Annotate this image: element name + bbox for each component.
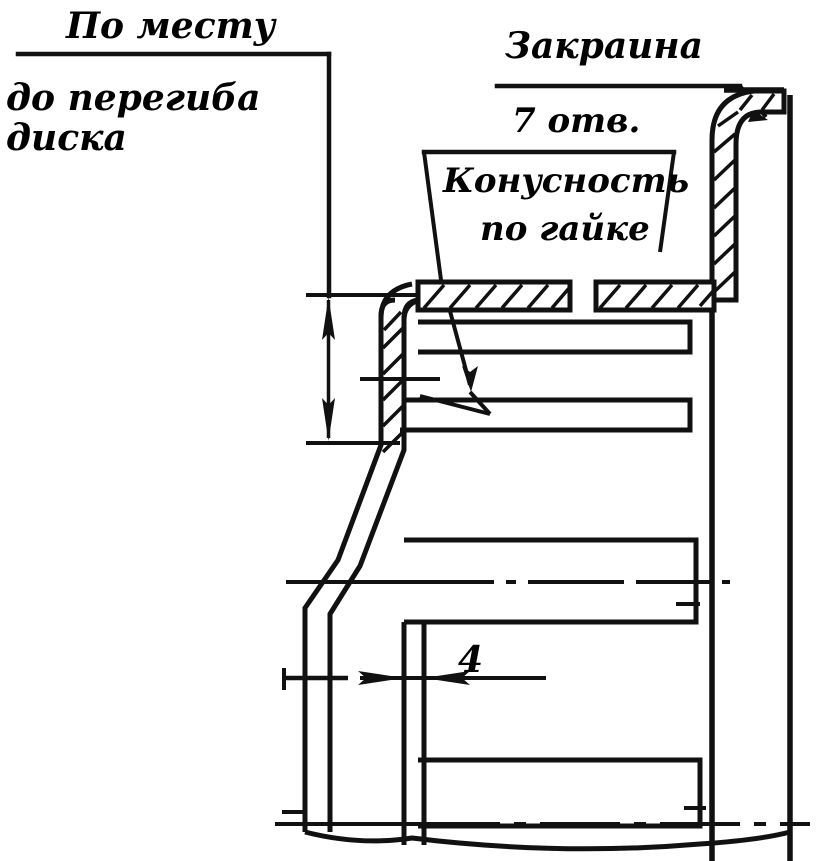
disc-seat-hatching bbox=[422, 283, 716, 310]
annotation-taper-line2: по гайке bbox=[480, 209, 650, 249]
annotation-taper-line1: Конусность bbox=[442, 161, 689, 201]
annotation-7otv-group: 7 отв. bbox=[421, 101, 677, 155]
lower-hub-profile bbox=[302, 622, 791, 852]
rim-step-1 bbox=[418, 319, 693, 355]
arrow-down-icon bbox=[322, 398, 335, 441]
centerline-group bbox=[275, 580, 810, 826]
thickness-dimension-group: 4 bbox=[282, 639, 546, 690]
annotation-zakraina-label: Закраина bbox=[505, 25, 703, 67]
arrow-up-icon bbox=[322, 297, 335, 340]
disc-hatching bbox=[381, 310, 405, 454]
annotation-po-mestu-line3: диска bbox=[6, 117, 127, 159]
disc-seat-hatched-band bbox=[415, 279, 717, 313]
annotation-po-mestu-line1: По месту bbox=[65, 5, 277, 47]
bracket-right-slant-konusnost bbox=[658, 151, 676, 253]
thickness-dimension-value: 4 bbox=[458, 639, 483, 681]
bottom-flare-curve bbox=[304, 829, 791, 852]
annotation-po-mestu-group: По месту до перегиба диска bbox=[6, 5, 332, 299]
rim-flange-hatching bbox=[712, 92, 776, 294]
misc-ticks bbox=[282, 377, 706, 814]
arrow-right-icon-thickness bbox=[358, 671, 404, 685]
annotation-holes-label: 7 отв. bbox=[512, 101, 640, 141]
rim-step-2 bbox=[404, 397, 693, 433]
bracket-left-slant-konusnost bbox=[422, 151, 445, 296]
disc-top-bend-inner bbox=[401, 297, 421, 321]
vertical-dimension-group bbox=[306, 293, 430, 445]
leader-tail-konusnost bbox=[468, 390, 492, 416]
annotation-konusnost-group: Конусность по гайке bbox=[419, 151, 689, 416]
arrow-left-icon-thickness bbox=[424, 671, 470, 685]
annotation-po-mestu-line2: до перегиба bbox=[6, 77, 260, 119]
rim-flange-section bbox=[709, 87, 793, 861]
leader-arrow-icon-konusnost bbox=[462, 366, 478, 392]
disc-top-bend-outer bbox=[378, 281, 413, 319]
